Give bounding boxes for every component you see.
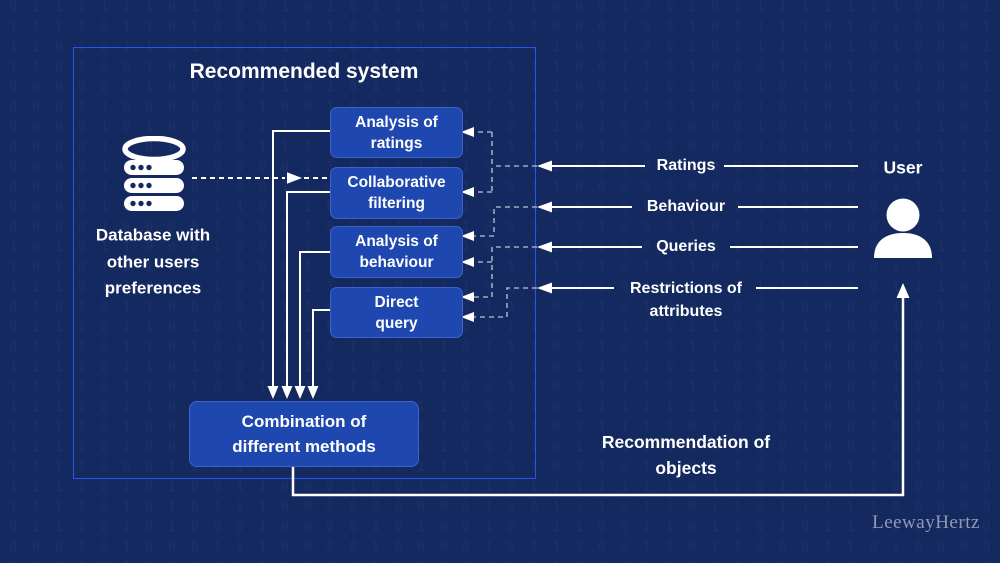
box-label-line: Analysis of: [355, 113, 438, 131]
box-label-line: filtering: [368, 195, 425, 212]
database-label-line: other users: [106, 251, 200, 271]
system-title: Recommended system: [189, 60, 419, 83]
database-top-disc: [122, 136, 186, 163]
leewayhertz-watermark: LeewayHertz: [872, 512, 980, 533]
box-collaborative-filtering: Collaborative filtering: [330, 167, 463, 219]
behaviour-flow-label: Behaviour: [646, 198, 726, 215]
box-label-line: Combination of: [241, 412, 367, 431]
box-label-line: query: [375, 314, 418, 332]
box-label-line: Direct: [374, 293, 419, 311]
box-direct-query: Direct query: [330, 287, 463, 338]
box-analysis-of-ratings: Analysis of ratings: [330, 107, 463, 158]
box-analysis-of-behaviour: Analysis of behaviour: [330, 226, 463, 278]
box-label-line: ratings: [370, 134, 423, 152]
queries-flow-label: Queries: [656, 238, 716, 255]
restrictions-flow-label: Restrictions of attributes: [630, 277, 742, 323]
restrictions-label-line: attributes: [649, 303, 723, 320]
box-label-line: Analysis of: [355, 233, 438, 250]
restrictions-label-line: Restrictions of: [629, 280, 743, 297]
recommendation-output-label: Recommendation of objects: [602, 429, 770, 481]
database-label-line: Database with: [95, 225, 211, 245]
user-label: User: [883, 157, 923, 178]
database-label-line: preferences: [104, 278, 202, 298]
box-combination-of-methods: Combination of different methods: [189, 401, 419, 467]
database-label: Database with other users preferences: [96, 222, 210, 302]
database-dots: [130, 164, 152, 207]
recommendation-label-line: Recommendation of: [601, 432, 771, 452]
database-icon: [122, 136, 186, 211]
ratings-flow-label: Ratings: [656, 157, 716, 174]
box-label-line: Collaborative: [347, 174, 446, 191]
recommendation-label-line: objects: [655, 458, 717, 478]
box-label-line: different methods: [232, 437, 376, 456]
box-label-line: behaviour: [359, 254, 434, 271]
database-bands: [124, 160, 184, 211]
